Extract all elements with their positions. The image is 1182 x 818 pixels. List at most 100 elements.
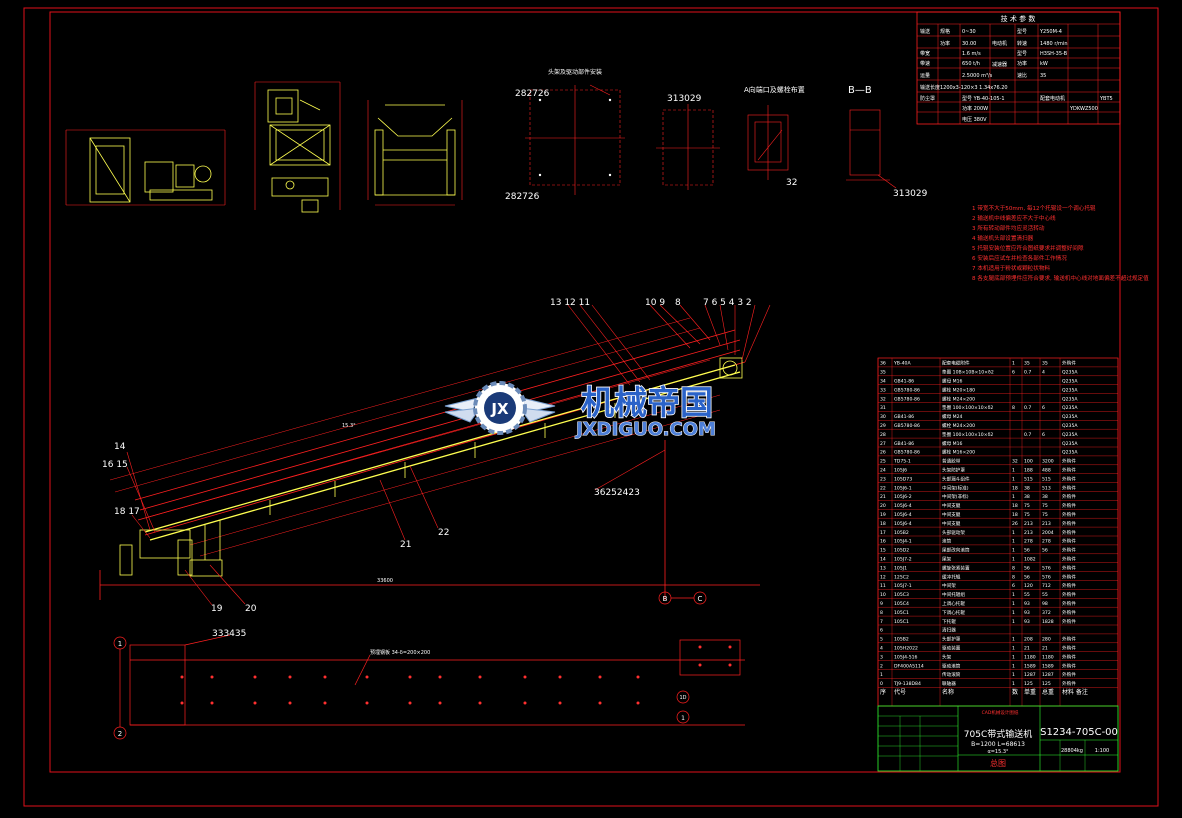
parts-cell: 1589 — [1024, 663, 1036, 669]
parts-cell: 105C1 — [894, 610, 909, 616]
parts-cell: 105D2 — [894, 548, 909, 554]
spec-cell: 型号 — [1017, 50, 1027, 57]
trough-idler-dims — [367, 100, 463, 206]
parts-cell: 螺母 M16 — [942, 378, 963, 385]
parts-cell: 26 — [1012, 521, 1018, 527]
parts-cell: 105J4-516 — [894, 654, 918, 660]
parts-cell: 105D73 — [894, 476, 912, 482]
parts-cell: 中间架(标准) — [942, 484, 969, 491]
parts-cell: 13 — [880, 565, 886, 571]
parts-cell: 外购件 — [1062, 520, 1076, 527]
parts-cell: 213 — [1024, 521, 1033, 527]
parts-cell: 外购件 — [1062, 511, 1076, 518]
parts-cell: 外购件 — [1062, 360, 1076, 367]
parts-cell: TJ9-138D84 — [893, 681, 921, 687]
parts-cell: 10 — [880, 592, 886, 598]
parts-header-cell: 代号 — [894, 688, 906, 696]
parts-cell: 22 — [880, 485, 886, 491]
parts-cell: 外购件 — [1062, 475, 1076, 482]
parts-cell: 105J7-1 — [894, 583, 912, 589]
parts-cell: 16 — [880, 539, 886, 545]
parts-cell: 98 — [1042, 601, 1048, 607]
plate-313029-view — [656, 104, 720, 190]
parts-cell: 中间架 — [942, 582, 956, 589]
parts-cell: 6 — [1042, 432, 1045, 438]
tech-note: 4 输送机头部设置清扫器 — [972, 234, 1034, 242]
parts-cell: 1 — [1012, 476, 1015, 482]
spec-cell: 输送 — [920, 28, 930, 35]
parts-cell: 配套电缆附件 — [942, 360, 970, 367]
parts-cell: 滚筒 — [942, 538, 952, 545]
spec-cell: kW — [1040, 61, 1048, 67]
drawing-subtitle-2: α=15.3° — [987, 749, 1009, 755]
spec-cell: Y250M-4 — [1039, 29, 1062, 35]
parts-cell: 外购件 — [1062, 636, 1076, 643]
spec-cell: 35 — [1040, 73, 1046, 79]
spec-cell: 带速 — [920, 61, 930, 67]
parts-cell: 513 — [1042, 485, 1051, 491]
parts-cell: 螺栓 M16×200 — [942, 449, 975, 456]
parts-cell: 0.7 — [1024, 370, 1031, 376]
parts-cell: 中间托辊组 — [942, 591, 965, 598]
parts-cell: 9 — [880, 601, 883, 607]
parts-cell: 35 — [880, 370, 886, 376]
parts-cell: 中间支腿 — [942, 520, 961, 527]
callout-left: 16 15 — [102, 460, 128, 470]
parts-cell: 外购件 — [1062, 645, 1076, 652]
parts-cell: 93 — [1024, 610, 1030, 616]
parts-cell: 1589 — [1042, 663, 1054, 669]
parts-cell: 75 — [1042, 503, 1048, 509]
parts-cell: 20 — [880, 503, 886, 509]
tech-notes: 1 带宽不大于50mm, 每12个托辊设一个调心托辊 2 输送机中线偏差应不大于… — [972, 204, 1149, 282]
watermark-brand: 机械帝国 — [581, 383, 713, 422]
parts-cell: 213 — [1024, 530, 1033, 536]
parts-cell: 4 — [880, 646, 883, 652]
parts-cell: 35 — [1042, 361, 1048, 367]
tech-note: 3 所有转动部件均应灵活转动 — [972, 224, 1045, 232]
parts-cell: TD75-1 — [893, 459, 911, 465]
parts-cell: 1 — [1012, 654, 1015, 660]
parts-cell: 中间支腿 — [942, 511, 961, 518]
spec-cell: 规格 — [940, 28, 950, 35]
parts-cell: 外购件 — [1062, 564, 1076, 571]
parts-header-cell: 单重 — [1024, 688, 1036, 696]
parts-cell: 螺栓 M24×200 — [942, 395, 975, 402]
parts-cell: 1 — [1012, 539, 1015, 545]
parts-cell: 1 — [880, 672, 883, 678]
callout-bottom: 19 — [211, 604, 223, 614]
spec-cell: H3SH-35-B — [1040, 51, 1068, 57]
parts-cell: 外购件 — [1062, 529, 1076, 536]
parts-cell: 125 — [1024, 681, 1033, 687]
parts-cell: 外购件 — [1062, 662, 1076, 669]
spec-cell: 电压 380V — [962, 116, 987, 123]
parts-cell: 1082 — [1024, 557, 1036, 563]
parts-cell: 6 — [880, 628, 883, 634]
drawing-title: 705C带式输送机 — [964, 728, 1032, 740]
parts-cell: 32 — [1012, 459, 1018, 465]
parts-cell: 螺栓 M20×180 — [942, 386, 975, 393]
axis-marker-1: 1 — [118, 640, 122, 648]
tech-note: 8 各支腿底部预埋件应符合要求, 输送机中心线对地面偏差不超过规定值 — [972, 274, 1149, 282]
parts-cell: 普通胶带 — [942, 458, 961, 465]
parts-cell: 105J6-2 — [894, 494, 912, 500]
parts-cell: 38 — [1024, 485, 1030, 491]
parts-cell: 8 — [1012, 565, 1015, 571]
parts-cell: 28 — [880, 432, 886, 438]
parts-cell: 576 — [1042, 574, 1051, 580]
parts-cell: 515 — [1042, 476, 1051, 482]
parts-cell: 105B2 — [894, 637, 909, 643]
parts-cell: 1180 — [1024, 654, 1036, 660]
pin-layout-plan — [525, 84, 625, 195]
parts-cell: 下托辊 — [942, 618, 956, 625]
callout-bottom: 22 — [438, 528, 449, 538]
parts-cell: 1287 — [1024, 672, 1036, 678]
parts-cell: Q235A — [1062, 414, 1078, 420]
parts-cell: 8 — [1012, 405, 1015, 411]
parts-cell: 14 — [880, 557, 886, 563]
parts-cell: 外购件 — [1062, 493, 1076, 500]
parts-cell: GB5780-86 — [894, 396, 920, 402]
section-b-title: B—B — [848, 85, 872, 96]
spec-cell: 防尘罩 — [920, 95, 935, 102]
parts-cell: 6 — [1042, 405, 1045, 411]
